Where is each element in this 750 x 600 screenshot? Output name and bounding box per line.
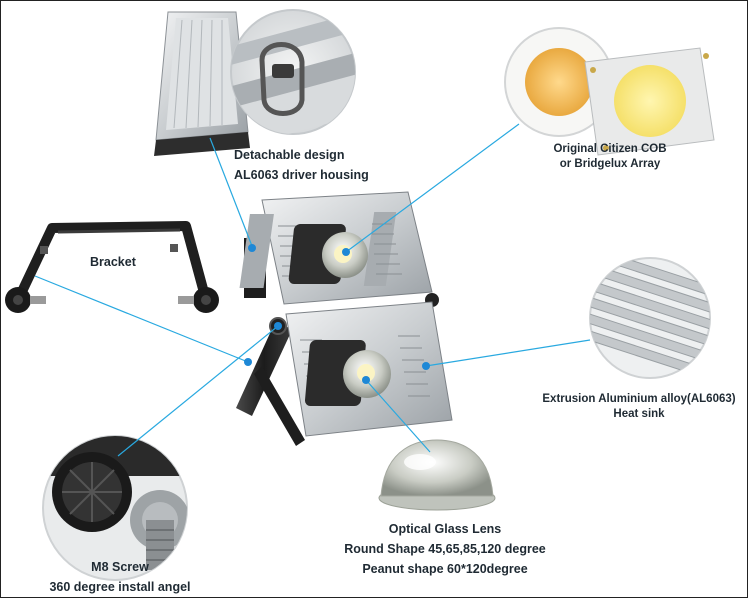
callout-driver: Detachable design AL6063 driver housing bbox=[234, 145, 369, 185]
bracket-photo bbox=[5, 221, 219, 313]
clamp-detail-photo bbox=[230, 9, 356, 135]
cob-chip-photo bbox=[504, 27, 715, 156]
leader-line-screw bbox=[117, 325, 279, 457]
leader-line-lens bbox=[365, 379, 431, 453]
callout-heatsink: Extrusion Aluminium alloy(AL6063) Heat s… bbox=[534, 392, 744, 422]
floodlight-photo bbox=[236, 191, 453, 446]
callout-lens-line3: Peanut shape 60*120degree bbox=[362, 562, 528, 576]
glass-lens-photo bbox=[378, 439, 496, 511]
dot-heatsink bbox=[422, 362, 430, 370]
callout-heatsink-line1: Extrusion Aluminium alloy(AL6063) bbox=[542, 393, 736, 405]
callout-driver-line1: Detachable design bbox=[234, 148, 345, 162]
dot-bracket bbox=[244, 358, 252, 366]
callout-bracket: Bracket bbox=[90, 252, 136, 272]
callout-bracket-line1: Bracket bbox=[90, 255, 136, 269]
callout-lens-line2: Round Shape 45,65,85,120 degree bbox=[344, 542, 546, 556]
driver-housing-photo bbox=[154, 11, 250, 156]
callout-screw-line2: 360 degree install angel bbox=[49, 580, 191, 594]
dot-cob bbox=[342, 248, 350, 256]
leader-lines bbox=[34, 123, 591, 457]
callout-driver-line2: AL6063 driver housing bbox=[234, 168, 369, 182]
callout-cob-line2: or Bridgelux Array bbox=[559, 158, 661, 170]
screw-knob-photo bbox=[42, 435, 188, 581]
heatsink-fins-photo bbox=[589, 257, 711, 379]
callout-cob-line1: Original Citizen COB bbox=[553, 143, 667, 155]
leader-line-bracket bbox=[34, 275, 249, 363]
callout-screw: M8 Screw 360 degree install angel bbox=[30, 557, 210, 597]
dot-screw bbox=[274, 322, 282, 330]
leader-line-driver bbox=[209, 137, 253, 247]
callout-cob: Original Citizen COB or Bridgelux Array bbox=[530, 142, 690, 172]
leader-dots bbox=[244, 244, 430, 384]
leader-line-heatsink bbox=[425, 339, 591, 367]
dot-lens bbox=[362, 376, 370, 384]
callout-lens-line1: Optical Glass Lens bbox=[388, 522, 502, 536]
dot-driver bbox=[248, 244, 256, 252]
callout-screw-line1: M8 Screw bbox=[91, 560, 149, 574]
leader-line-cob bbox=[345, 123, 520, 253]
callout-lens: Optical Glass Lens Round Shape 45,65,85,… bbox=[330, 519, 560, 579]
callout-heatsink-line2: Heat sink bbox=[613, 408, 665, 420]
